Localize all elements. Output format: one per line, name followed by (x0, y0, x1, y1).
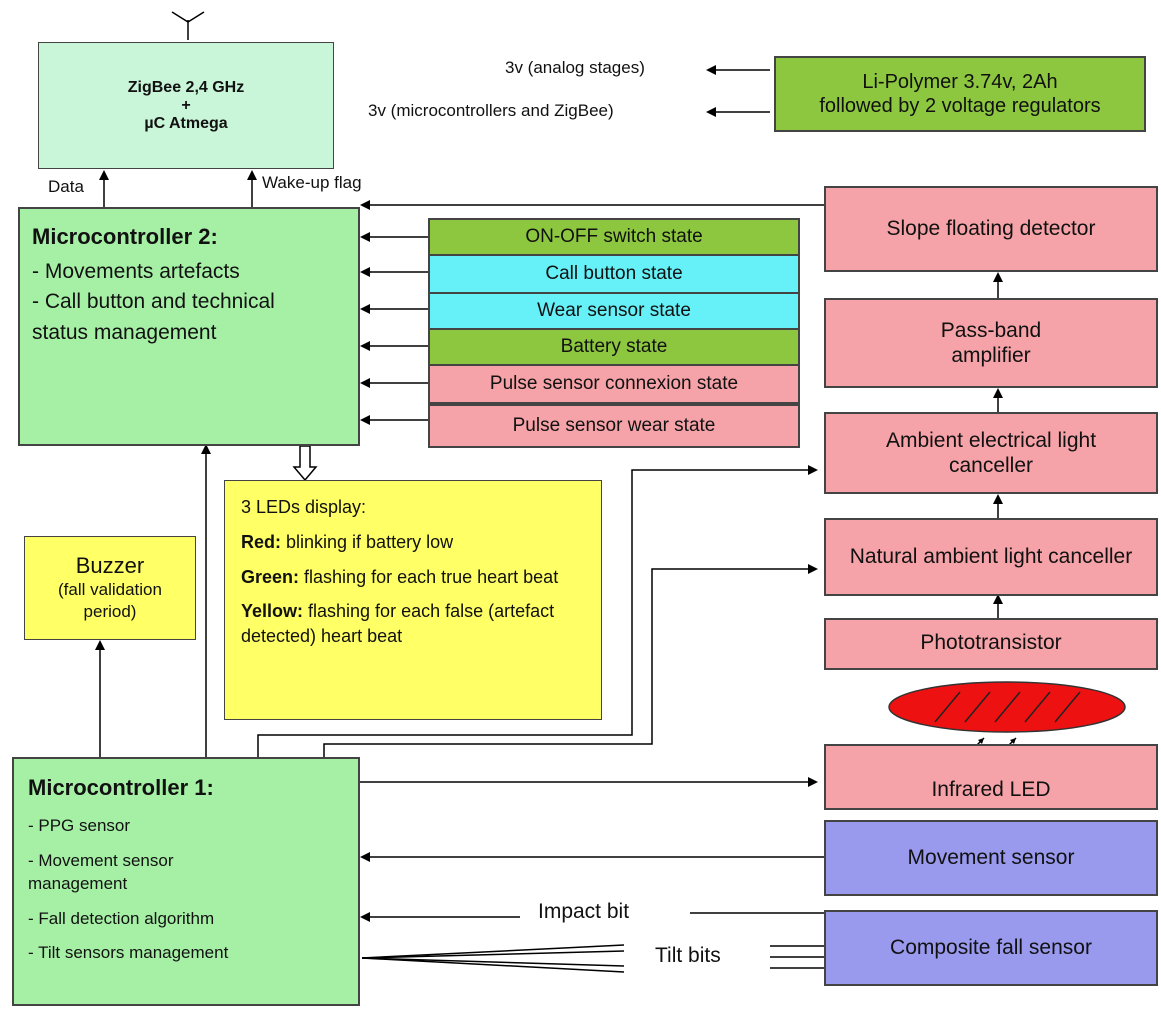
mc1-item: - Tilt sensors management (28, 943, 229, 963)
buzzer-box: Buzzer (fall validation period) (24, 536, 196, 640)
power-out-mcu: 3v (microcontrollers and ZigBee) (368, 101, 614, 120)
wakeup-flag-label: Wake-up flag (262, 173, 362, 192)
zigbee-line2: + (181, 96, 191, 114)
slope-floating-detector-box: Slope floating detector (824, 186, 1158, 272)
microcontroller-2-box: Microcontroller 2: - Movements artefacts… (18, 207, 360, 446)
battery-box: Li-Polymer 3.74v, 2Ah followed by 2 volt… (774, 56, 1146, 132)
zigbee-line3: µC Atmega (144, 114, 228, 132)
composite-fall-sensor-box: Composite fall sensor (824, 910, 1158, 986)
mc2-item: - Movements artefacts (32, 259, 240, 283)
led-red-line: Red: blinking if battery low (241, 530, 585, 555)
infrared-led-label: Infrared LED (931, 777, 1051, 801)
zigbee-line1: ZigBee 2,4 GHz (127, 78, 245, 96)
pass-band-amplifier-box: Pass-band amplifier (824, 298, 1158, 388)
movement-sensor-box: Movement sensor (824, 820, 1158, 896)
state-call-button: Call button state (428, 254, 800, 294)
state-wear-sensor: Wear sensor state (428, 292, 800, 330)
ambient-electrical-canceller-box: Ambient electrical light canceller (824, 412, 1158, 494)
natural-ambient-canceller-box: Natural ambient light canceller (824, 518, 1158, 596)
buzzer-subtitle: (fall validation period) (58, 579, 162, 621)
led-green-line: Green: flashing for each true heart beat (241, 565, 585, 590)
battery-line2: followed by 2 voltage regulators (819, 95, 1101, 117)
mc1-title: Microcontroller 1: (28, 775, 214, 800)
mc2-item: status management (32, 320, 217, 344)
state-on-off-switch: ON-OFF switch state (428, 218, 800, 256)
phototransistor-box: Phototransistor (824, 618, 1158, 670)
ambient-electrical-label: Ambient electrical light canceller (885, 428, 1097, 477)
zigbee-box: ZigBee 2,4 GHz + µC Atmega (38, 42, 334, 169)
led-yellow-text: flashing for each false (artefact detect… (241, 601, 555, 647)
mc2-title: Microcontroller 2: (32, 224, 218, 249)
buzzer-title: Buzzer (75, 552, 145, 578)
mc1-item: - Movement sensor management (28, 850, 174, 893)
battery-line1: Li-Polymer 3.74v, 2Ah (862, 71, 1058, 93)
pass-band-label: Pass-band amplifier (940, 318, 1042, 367)
state-pulse-wear: Pulse sensor wear state (428, 404, 800, 448)
natural-ambient-label: Natural ambient light canceller (849, 545, 1133, 569)
mc2-item: - Call button and technical (32, 290, 275, 314)
leds-display-box: 3 LEDs display: Red: blinking if battery… (224, 480, 602, 720)
mc1-item: - Fall detection algorithm (28, 908, 215, 928)
led-green-label: Green: (241, 566, 300, 587)
microcontroller-1-box: Microcontroller 1: - PPG sensor - Moveme… (12, 757, 360, 1006)
led-yellow-line: Yellow: flashing for each false (artefac… (241, 599, 585, 649)
led-red-text: blinking if battery low (281, 531, 454, 552)
leds-title: 3 LEDs display: (241, 497, 367, 517)
mc1-item: - PPG sensor (28, 815, 131, 835)
state-pulse-connexion: Pulse sensor connexion state (428, 364, 800, 404)
data-label: Data (48, 177, 84, 196)
state-battery: Battery state (428, 328, 800, 366)
led-yellow-label: Yellow: (241, 601, 304, 622)
tilt-bits-label: Tilt bits (655, 944, 721, 967)
infrared-led-box: Infrared LED (824, 744, 1158, 810)
phototransistor-label: Phototransistor (920, 631, 1062, 654)
impact-bit-label: Impact bit (538, 900, 630, 923)
power-out-analog: 3v (analog stages) (505, 58, 645, 77)
led-red-label: Red: (241, 531, 281, 552)
led-green-text: flashing for each true heart beat (299, 566, 559, 587)
